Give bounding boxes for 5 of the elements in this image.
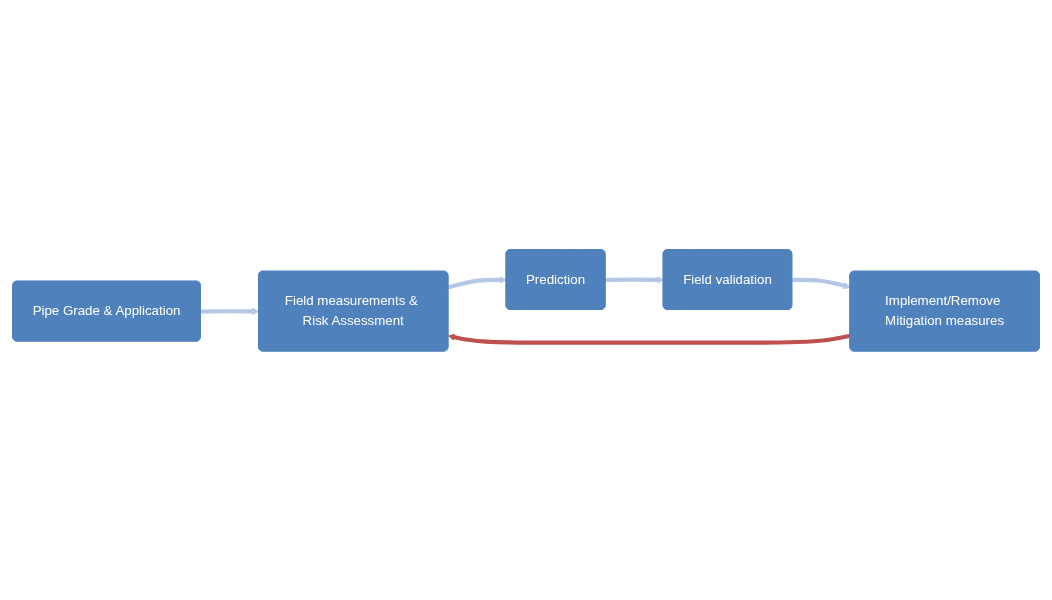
arrow [447,275,507,290]
arrow [448,333,851,345]
arrow [792,277,851,289]
arrow [605,275,664,284]
arrow [200,307,260,315]
